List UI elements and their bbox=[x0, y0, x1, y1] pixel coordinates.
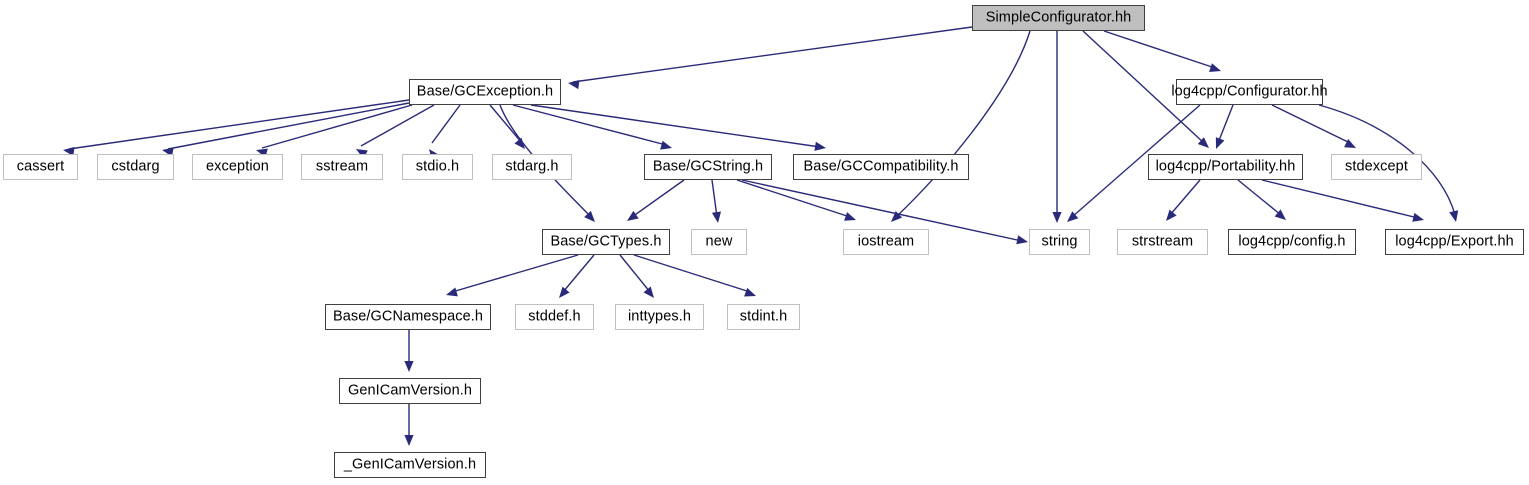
graph-node-export[interactable]: log4cpp/Export.hh bbox=[1385, 229, 1524, 255]
graph-node-label: stdarg.h bbox=[505, 158, 559, 175]
graph-node-_genicamversion[interactable]: _GenICamVersion.h bbox=[334, 452, 486, 478]
graph-node-gcstring[interactable]: Base/GCString.h bbox=[644, 154, 772, 180]
graph-node-label: log4cpp/Portability.hh bbox=[1155, 158, 1296, 175]
graph-node-label: Base/GCCompatibility.h bbox=[803, 158, 959, 175]
graph-node-stdinth[interactable]: stdint.h bbox=[727, 304, 800, 330]
graph-node-label: string bbox=[1041, 233, 1078, 250]
graph-node-string[interactable]: string bbox=[1029, 229, 1090, 255]
graph-node-iostream[interactable]: iostream bbox=[843, 229, 929, 255]
graph-node-cassert[interactable]: cassert bbox=[3, 154, 78, 180]
graph-node-simpleconfigurator: SimpleConfigurator.hh bbox=[972, 5, 1145, 31]
graph-node-label: cstdarg bbox=[111, 158, 160, 175]
graph-node-new[interactable]: new bbox=[691, 229, 747, 255]
graph-node-label: _GenICamVersion.h bbox=[343, 456, 477, 473]
graph-node-gcnamespace[interactable]: Base/GCNamespace.h bbox=[325, 304, 491, 330]
graph-node-label: new bbox=[705, 233, 733, 250]
graph-node-genicamversion[interactable]: GenICamVersion.h bbox=[339, 378, 481, 404]
graph-node-label: GenICamVersion.h bbox=[347, 382, 473, 399]
graph-node-sstream[interactable]: sstream bbox=[301, 154, 383, 180]
graph-node-label: Base/GCException.h bbox=[416, 83, 554, 100]
graph-node-gcexception[interactable]: Base/GCException.h bbox=[409, 79, 561, 105]
graph-node-label: Base/GCNamespace.h bbox=[332, 308, 484, 325]
graph-node-label: iostream bbox=[857, 233, 915, 250]
graph-node-stdargh[interactable]: stdarg.h bbox=[492, 154, 572, 180]
graph-node-gctypes[interactable]: Base/GCTypes.h bbox=[542, 229, 670, 255]
graph-node-inttypesh[interactable]: inttypes.h bbox=[615, 304, 704, 330]
graph-node-label: log4cpp/config.h bbox=[1238, 233, 1346, 250]
graph-node-label: SimpleConfigurator.hh bbox=[985, 9, 1132, 26]
graph-node-label: Base/GCString.h bbox=[652, 158, 764, 175]
graph-node-label: stdint.h bbox=[739, 308, 788, 325]
graph-node-label: cassert bbox=[16, 158, 65, 175]
graph-node-label: sstream bbox=[315, 158, 369, 175]
graph-node-label: exception bbox=[206, 158, 269, 175]
graph-node-exception[interactable]: exception bbox=[192, 154, 283, 180]
graph-node-configurator[interactable]: log4cpp/Configurator.hh bbox=[1171, 79, 1328, 105]
graph-node-strstream[interactable]: strstream bbox=[1117, 229, 1208, 255]
graph-node-config[interactable]: log4cpp/config.h bbox=[1228, 229, 1356, 255]
graph-node-stdexcept[interactable]: stdexcept bbox=[1331, 154, 1422, 180]
graph-node-stddefh[interactable]: stddef.h bbox=[515, 304, 594, 330]
graph-node-label: stddef.h bbox=[528, 308, 581, 325]
graph-node-label: inttypes.h bbox=[627, 308, 692, 325]
graph-node-portability[interactable]: log4cpp/Portability.hh bbox=[1148, 154, 1303, 180]
graph-node-stdioh[interactable]: stdio.h bbox=[402, 154, 473, 180]
graph-node-label: strstream bbox=[1131, 233, 1194, 250]
graph-node-label: log4cpp/Configurator.hh bbox=[1171, 83, 1328, 100]
graph-node-label: log4cpp/Export.hh bbox=[1395, 233, 1514, 250]
graph-node-label: stdio.h bbox=[415, 158, 460, 175]
graph-node-cstdarg[interactable]: cstdarg bbox=[97, 154, 174, 180]
graph-node-label: Base/GCTypes.h bbox=[550, 233, 662, 250]
graph-node-gccompatibility[interactable]: Base/GCCompatibility.h bbox=[793, 154, 969, 180]
graph-node-label: stdexcept bbox=[1345, 158, 1408, 175]
